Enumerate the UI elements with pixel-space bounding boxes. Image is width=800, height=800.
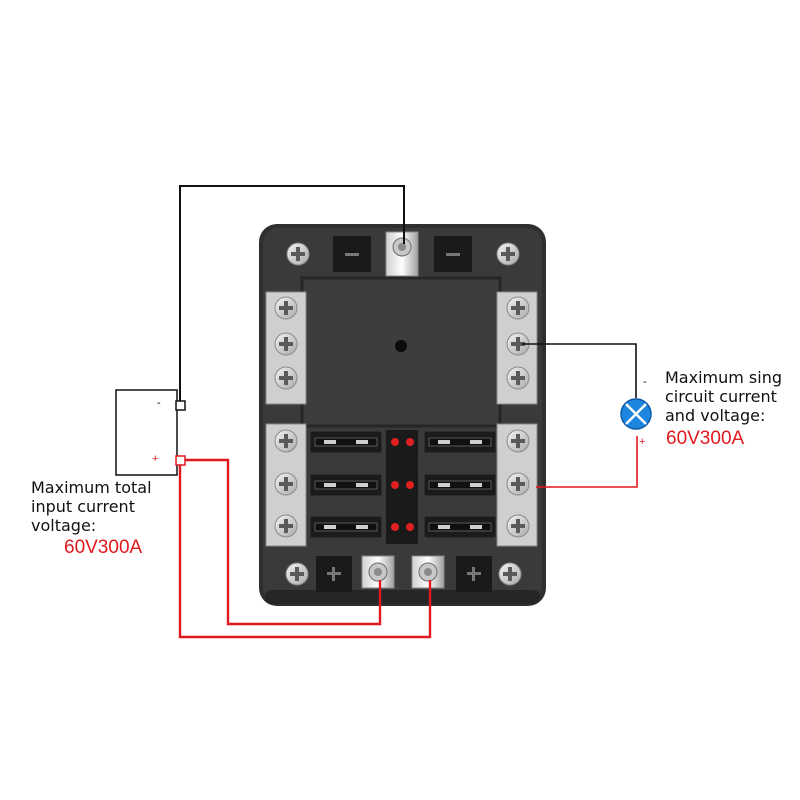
terminal-screw-icon <box>274 366 298 390</box>
circuit-spec-line-2: circuit current <box>665 387 777 406</box>
input-spec-line-2: input current <box>31 497 135 516</box>
led-indicator-icon <box>391 481 399 489</box>
input-rating: 60V300A <box>64 537 143 558</box>
terminal-screw-icon <box>506 429 530 453</box>
mount-screw-icon <box>285 562 309 586</box>
input-spec-line-1: Maximum total <box>31 478 152 497</box>
led-indicator-icon <box>406 523 414 531</box>
blade-fuse-icon <box>423 515 497 539</box>
circuit-rating: 60V300A <box>666 428 745 449</box>
led-indicator-icon <box>391 438 399 446</box>
terminal-screw-icon <box>506 366 530 390</box>
positive-wire <box>185 458 382 626</box>
positive-stud-icon <box>361 555 395 589</box>
positive-wire <box>178 465 432 639</box>
blade-fuse-icon <box>423 473 497 497</box>
load-positive-wire <box>536 436 638 488</box>
negative-stud-icon <box>385 231 419 277</box>
load-positive-label: + <box>639 436 646 448</box>
mount-screw-icon <box>498 562 522 586</box>
terminal-screw-icon <box>274 332 298 356</box>
led-indicator-icon <box>406 481 414 489</box>
terminal-screw-icon <box>506 472 530 496</box>
battery-icon <box>115 389 186 476</box>
negative-wire <box>179 185 405 401</box>
mounting-hole-icon <box>395 340 407 352</box>
terminal-screw-icon <box>506 296 530 320</box>
center-panel <box>300 276 502 428</box>
terminal-screw-icon <box>274 472 298 496</box>
negative-terminal-icon <box>175 400 186 411</box>
terminal-screw-icon <box>274 514 298 538</box>
input-spec-line-3: voltage: <box>31 516 97 535</box>
mount-screw-icon <box>496 242 520 266</box>
battery-positive-label: + <box>152 453 159 465</box>
load-negative-wire <box>522 343 637 398</box>
positive-stud-icon <box>411 555 445 589</box>
positive-terminal-icon <box>175 455 186 466</box>
led-indicator-icon <box>391 523 399 531</box>
blade-fuse-icon <box>309 430 383 454</box>
load-negative-label: - <box>643 376 647 388</box>
circuit-spec-line-3: and voltage: <box>665 406 766 425</box>
fuse-box <box>259 224 546 606</box>
blade-fuse-icon <box>423 430 497 454</box>
terminal-screw-icon <box>274 296 298 320</box>
blade-fuse-icon <box>309 515 383 539</box>
led-indicator-icon <box>406 438 414 446</box>
lamp-icon <box>620 398 652 430</box>
battery-negative-label: - <box>157 397 161 409</box>
terminal-screw-icon <box>506 514 530 538</box>
terminal-screw-icon <box>274 429 298 453</box>
circuit-spec-line-1: Maximum sing <box>665 368 782 387</box>
blade-fuse-icon <box>309 473 383 497</box>
mount-screw-icon <box>286 242 310 266</box>
